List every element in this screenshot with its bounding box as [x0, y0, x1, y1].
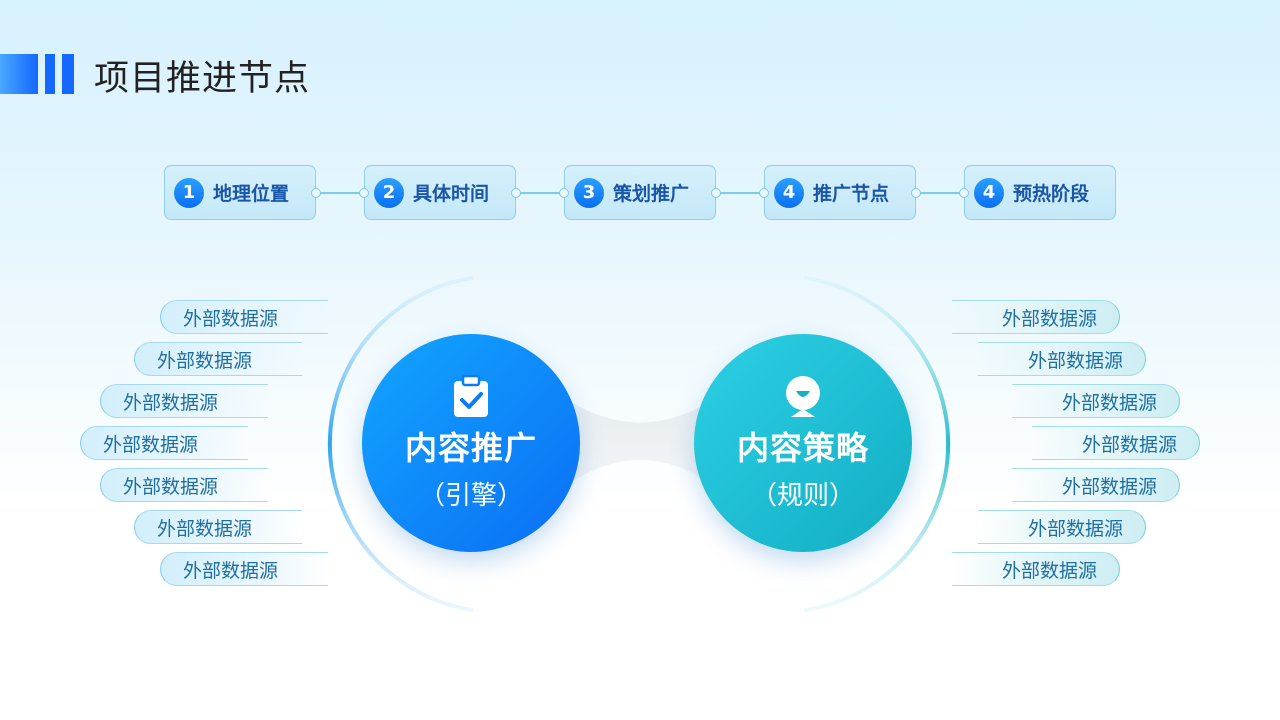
step-connector	[716, 192, 764, 194]
right-arc	[804, 276, 951, 612]
step-label: 推广节点	[813, 183, 890, 205]
right-data-source-chip[interactable]: 外部数据源	[1012, 468, 1180, 502]
step-label: 地理位置	[213, 183, 290, 205]
step-connector-dot	[511, 188, 521, 198]
step-label: 策划推广	[613, 183, 690, 205]
step-item[interactable]: 3 策划推广	[564, 165, 716, 220]
clipboard-check-icon	[454, 374, 488, 417]
step-number-badge: 4	[974, 177, 1004, 208]
step-connector-dot	[359, 188, 369, 198]
step-item[interactable]: 2 具体时间	[364, 165, 516, 220]
left-data-source-chip[interactable]: 外部数据源	[160, 552, 328, 586]
left-data-source-chip[interactable]: 外部数据源	[160, 300, 328, 334]
left-data-source-chip[interactable]: 外部数据源	[100, 384, 268, 418]
left-data-source-chip[interactable]: 外部数据源	[134, 342, 302, 376]
circle-subtitle: （引擎）	[418, 480, 523, 511]
step-connector-dot	[911, 188, 921, 198]
right-data-source-chip[interactable]: 外部数据源	[978, 342, 1146, 376]
right-data-source-chip[interactable]: 外部数据源	[978, 510, 1146, 544]
circle-subtitle: （规则）	[750, 480, 855, 511]
right-data-source-chip[interactable]: 外部数据源	[1012, 384, 1180, 418]
step-connector-dot	[311, 188, 321, 198]
step-number-badge: 2	[374, 177, 404, 208]
left-data-source-chip[interactable]: 外部数据源	[80, 426, 248, 460]
person-icon	[786, 375, 820, 417]
right-data-source-chip[interactable]: 外部数据源	[952, 552, 1120, 586]
circle-title: 内容推广	[404, 428, 537, 467]
header-accent-stripe	[62, 54, 74, 94]
step-connector-dot	[559, 188, 569, 198]
step-item[interactable]: 4 预热阶段	[964, 165, 1116, 220]
header-accent-block	[0, 54, 38, 94]
right-data-source-chip[interactable]: 外部数据源	[1032, 426, 1200, 460]
step-label: 具体时间	[413, 183, 490, 205]
left-data-source-chip[interactable]: 外部数据源	[100, 468, 268, 502]
content-promotion-circle[interactable]: 内容推广 （引擎）	[362, 334, 580, 552]
left-arc	[327, 276, 474, 612]
left-data-source-chip[interactable]: 外部数据源	[134, 510, 302, 544]
center-bridge	[560, 395, 720, 490]
step-connector	[316, 192, 364, 194]
page-title: 项目推进节点	[94, 59, 311, 99]
header-accent-stripe	[45, 54, 55, 94]
step-number-badge: 1	[174, 177, 204, 208]
circle-title: 内容策略	[736, 428, 869, 467]
step-connector-dot	[711, 188, 721, 198]
right-data-source-chip[interactable]: 外部数据源	[952, 300, 1120, 334]
step-number-badge: 4	[774, 177, 804, 208]
step-connector	[516, 192, 564, 194]
step-item[interactable]: 1 地理位置	[164, 165, 316, 220]
content-strategy-circle[interactable]: 内容策略 （规则）	[694, 334, 912, 552]
step-number-badge: 3	[574, 177, 604, 208]
step-label: 预热阶段	[1013, 183, 1090, 205]
step-connector-dot	[959, 188, 969, 198]
step-connector	[916, 192, 964, 194]
step-connector-dot	[759, 188, 769, 198]
